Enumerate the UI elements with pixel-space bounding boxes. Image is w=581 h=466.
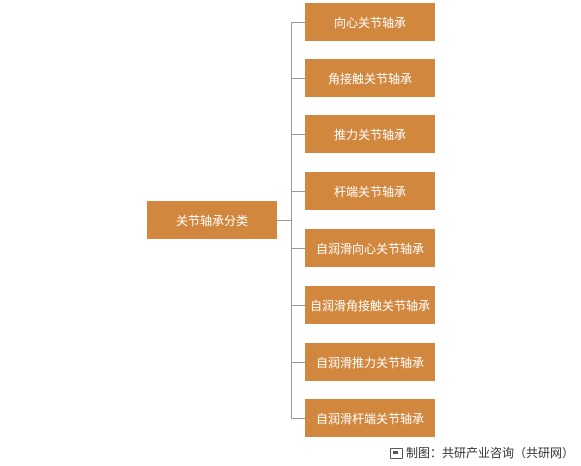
child-node-thrust: 推力关节轴承 (305, 115, 435, 153)
branch-connector (291, 78, 305, 79)
branch-connector (291, 191, 305, 192)
child-node-rod-end: 杆端关节轴承 (305, 172, 435, 210)
branch-connector (291, 248, 305, 249)
trunk-connector (291, 22, 292, 419)
root-connector (277, 220, 291, 221)
branch-connector (291, 305, 305, 306)
child-node-radial: 向心关节轴承 (305, 3, 435, 41)
image-icon (389, 446, 403, 460)
child-node-self-lubricating-thrust: 自润滑推力关节轴承 (305, 343, 435, 381)
child-node-self-lubricating-angular-contact: 自润滑角接触关节轴承 (305, 286, 435, 324)
child-node-self-lubricating-radial: 自润滑向心关节轴承 (305, 229, 435, 267)
branch-connector (291, 22, 305, 23)
branch-connector (291, 362, 305, 363)
branch-connector (291, 418, 305, 419)
child-node-angular-contact: 角接触关节轴承 (305, 59, 435, 97)
credit-text: 制图：共研产业咨询（共研网） (405, 446, 574, 460)
root-node: 关节轴承分类 (147, 201, 277, 239)
branch-connector (291, 134, 305, 135)
child-node-self-lubricating-rod-end: 自润滑杆端关节轴承 (305, 399, 435, 437)
source-credit: 制图：共研产业咨询（共研网） (389, 444, 574, 461)
